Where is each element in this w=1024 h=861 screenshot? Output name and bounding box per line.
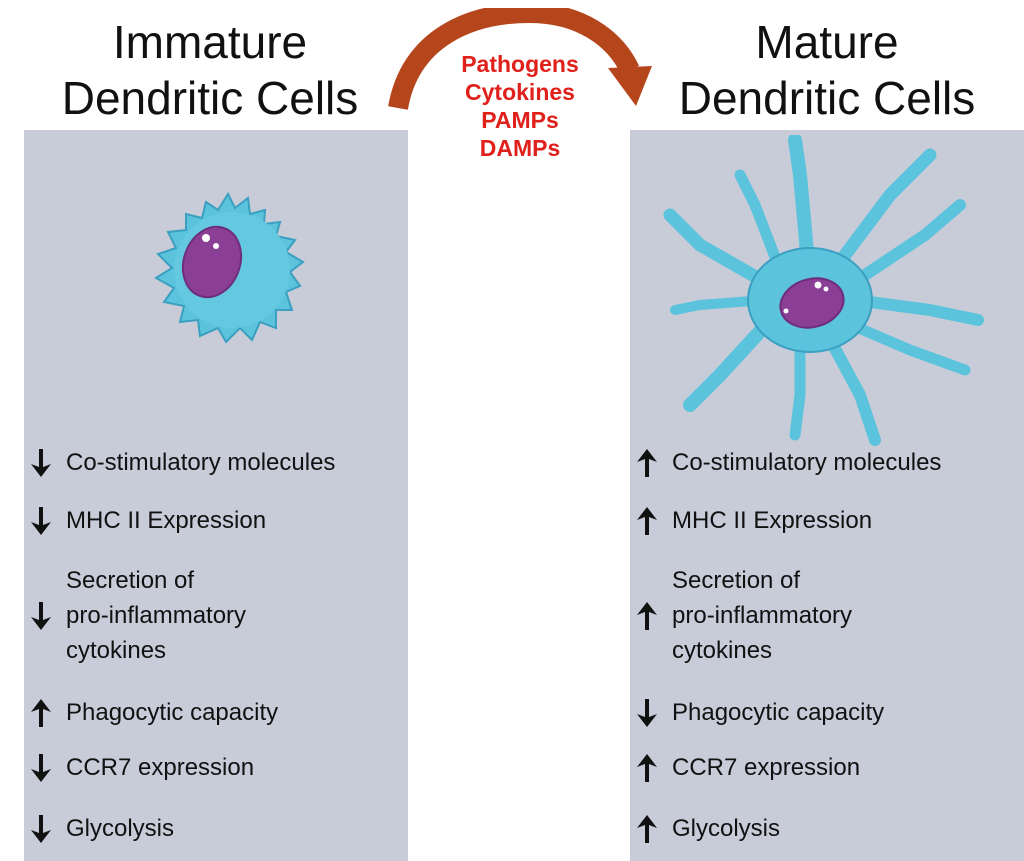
immature-property-label: Phagocytic capacity xyxy=(66,699,279,726)
curved-arrow-icon xyxy=(388,8,652,110)
arrow-down-icon xyxy=(30,753,52,783)
immature-property-row: CCR7 expression xyxy=(30,750,254,785)
mature-property-row: CCR7 expression xyxy=(636,750,860,785)
immature-property-label: MHC II Expression xyxy=(66,507,267,534)
mature-property-label: Glycolysis xyxy=(672,815,781,842)
arrow-up-icon xyxy=(636,506,658,536)
mature-dendritic-cell-illustration xyxy=(663,135,984,446)
stimulus-cytokines: Cytokines xyxy=(465,79,575,105)
mature-property-row: Phagocytic capacity xyxy=(636,695,884,730)
stimulus-pamps: PAMPs xyxy=(481,107,559,133)
mature-property-row: MHC II Expression xyxy=(636,503,872,538)
mature-title-line1: Mature xyxy=(755,16,899,68)
arrow-down-icon xyxy=(30,601,52,631)
immature-property-row: Glycolysis xyxy=(30,811,174,846)
immature-property-row: Phagocytic capacity xyxy=(30,695,278,730)
stimulus-pathogens: Pathogens xyxy=(461,51,579,77)
immature-title-line2: Dendritic Cells xyxy=(61,72,359,124)
mature-title: Mature Dendritic Cells xyxy=(630,14,1024,126)
immature-property-row: Co-stimulatory molecules xyxy=(30,445,335,480)
mature-property-label: Phagocytic capacity xyxy=(672,699,885,726)
immature-property-label: CCR7 expression xyxy=(66,754,255,781)
mature-title-line2: Dendritic Cells xyxy=(678,72,976,124)
arrow-up-icon xyxy=(30,698,52,728)
mature-property-label: Co-stimulatory molecules xyxy=(672,449,942,476)
immature-title: Immature Dendritic Cells xyxy=(0,14,420,126)
immature-property-label: Co-stimulatory molecules xyxy=(66,449,336,476)
arrow-down-icon xyxy=(30,506,52,536)
arrow-up-icon xyxy=(636,448,658,478)
mature-property-label: CCR7 expression xyxy=(672,754,861,781)
arrow-down-icon xyxy=(30,448,52,478)
immature-title-line1: Immature xyxy=(112,16,308,68)
stimulus-damps: DAMPs xyxy=(479,135,561,161)
arrow-up-icon xyxy=(636,753,658,783)
immature-property-label: Glycolysis xyxy=(66,815,175,842)
mature-property-row: Co-stimulatory molecules xyxy=(636,445,941,480)
mature-property-label: MHC II Expression xyxy=(672,507,873,534)
immature-dendritic-cell-illustration xyxy=(154,191,305,344)
arrow-up-icon xyxy=(636,601,658,631)
arrow-down-icon xyxy=(30,814,52,844)
stimuli-list: Pathogens Cytokines PAMPs DAMPs xyxy=(430,50,610,162)
immature-property-row: MHC II Expression xyxy=(30,503,266,538)
arrow-up-icon xyxy=(636,814,658,844)
arrow-down-icon xyxy=(636,698,658,728)
mature-property-row: Glycolysis xyxy=(636,811,780,846)
